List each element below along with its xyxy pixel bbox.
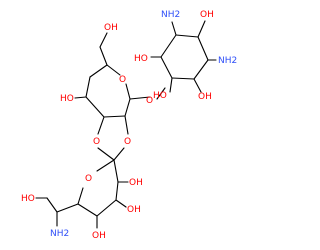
bond (97, 147, 115, 161)
amino-group-label: NH2 (161, 10, 180, 20)
dioxolane-oxygen-label: O (93, 137, 100, 147)
bond (113, 159, 119, 183)
bond (74, 96, 87, 99)
bond (115, 181, 119, 201)
atom-labels: NH2 OH HO NH2 HO OH O OH O HO O O O OH O… (21, 10, 237, 241)
bond (46, 197, 58, 213)
bond (85, 96, 105, 118)
bond (197, 36, 209, 61)
bond (171, 21, 177, 36)
ring-oxygen-label: O (119, 75, 126, 85)
hydroxyl-label: OH (200, 10, 214, 20)
bond (175, 34, 199, 38)
hydroxyl-label: HO (153, 91, 167, 101)
bond (106, 64, 121, 76)
bond (124, 115, 129, 135)
bond (97, 116, 105, 135)
bond (169, 77, 173, 93)
dioxolane-oxygen-label: O (124, 137, 131, 147)
bond (197, 20, 206, 38)
bond (193, 59, 209, 80)
bond (103, 115, 126, 118)
hydroxyl-label: HO (21, 194, 35, 204)
hydroxyl-label: OH (129, 178, 143, 188)
hydroxyl-label: HO (134, 54, 148, 64)
structure-diagram: NH2 OH HO NH2 HO OH O OH O HO O O O OH O… (21, 10, 237, 241)
bond (160, 56, 173, 79)
hydroxyl-label: OH (92, 231, 106, 241)
bond (89, 64, 108, 78)
bond (156, 87, 166, 100)
bond (115, 199, 127, 208)
ring-oxygen-label: O (85, 174, 92, 184)
hydroxyl-label: OH (104, 23, 118, 33)
bonds (35, 20, 217, 229)
bond (171, 77, 195, 80)
bond (56, 203, 79, 213)
molecule-svg: NH2 OH HO NH2 HO OH O OH O HO O O O OH O… (21, 10, 237, 241)
bond (193, 78, 202, 93)
bond (160, 34, 177, 58)
bond (113, 147, 125, 161)
glycosidic-oxygen-label: O (146, 96, 153, 106)
amino-group-label: NH2 (218, 56, 237, 66)
bond (96, 159, 115, 172)
bond (99, 46, 108, 66)
hydroxyl-label: OH (198, 92, 212, 102)
hydroxyl-label: HO (60, 94, 74, 104)
bond (129, 96, 151, 100)
bond (125, 83, 131, 100)
bond (96, 199, 117, 217)
bond (77, 203, 98, 217)
amino-group-label: NH2 (50, 229, 69, 239)
bond (85, 76, 91, 98)
bond (99, 32, 108, 48)
bond (77, 187, 84, 205)
hydroxyl-label: OH (127, 205, 141, 215)
bond (124, 98, 131, 117)
